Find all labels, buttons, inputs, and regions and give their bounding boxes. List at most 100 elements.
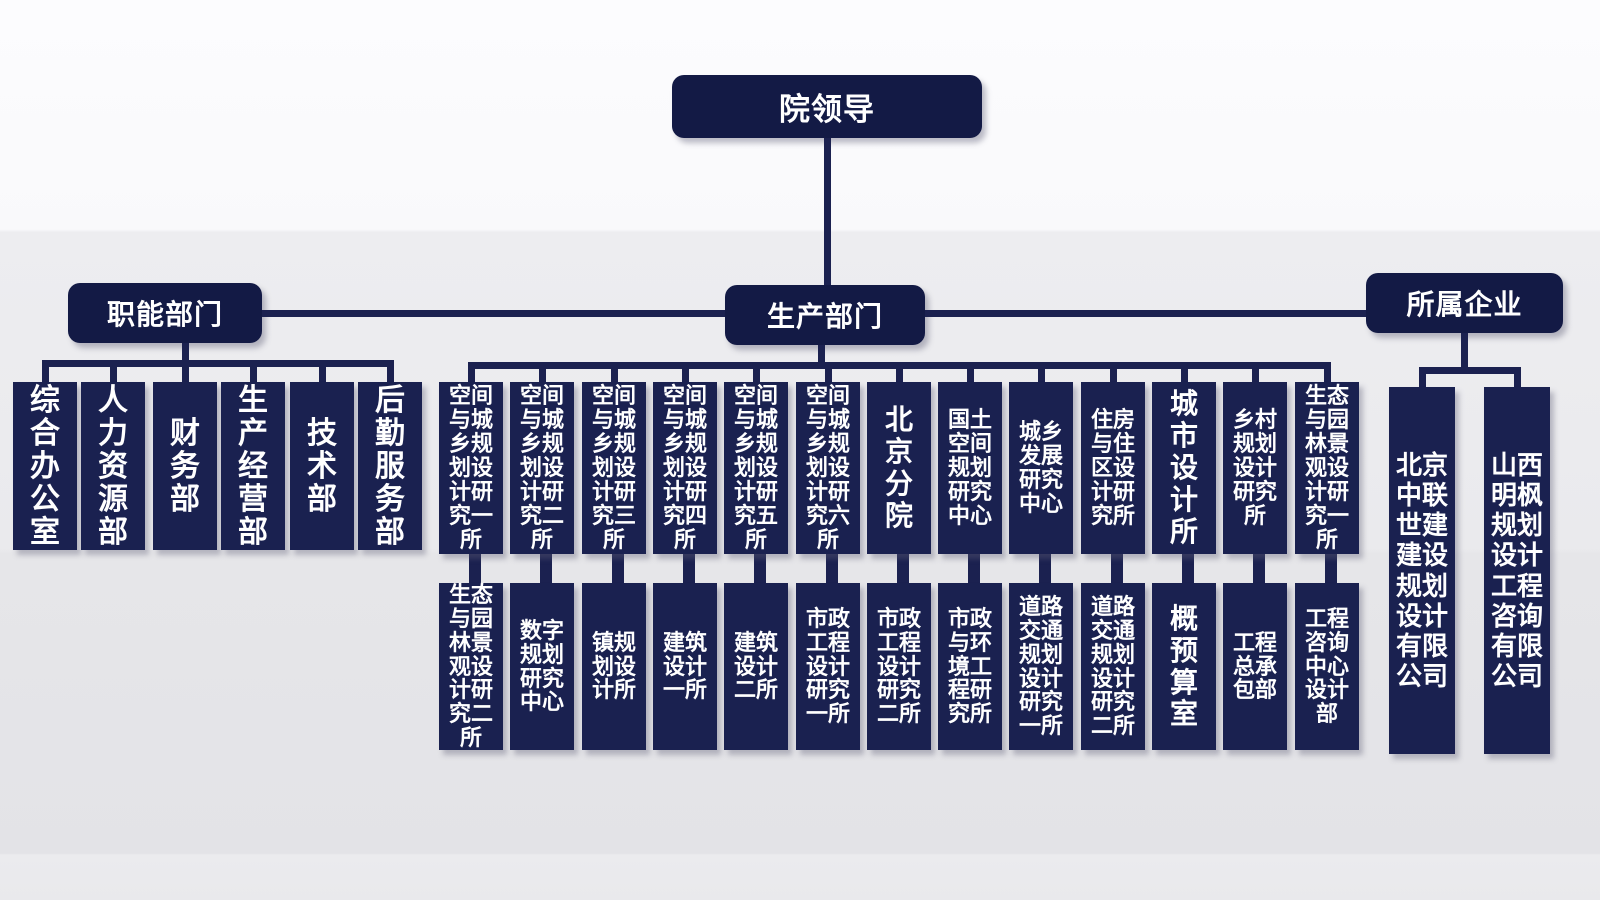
connector-line: [1111, 552, 1123, 585]
functional-dept-box: 技术部: [290, 382, 354, 550]
department-label: 市政工程设计研究二所: [877, 605, 922, 727]
functional-dept-box: 财务部: [153, 382, 217, 550]
org-box-enterprise-header: 所属企业: [1366, 273, 1563, 333]
connector-line: [683, 552, 695, 585]
production-dept-box-row2: 市政工程设计研究一所: [796, 583, 860, 750]
department-label: 市政与环境工程研究所: [948, 605, 993, 727]
department-label: 建筑设计一所: [663, 629, 708, 703]
department-label: 道路交通规划设计研究一所: [1019, 593, 1064, 739]
production-dept-box-row1: 国土空间规划研究中心: [938, 382, 1002, 554]
connector-line: [823, 138, 831, 285]
connector-line: [1180, 362, 1188, 382]
connector-line: [681, 362, 689, 382]
connector-line: [1182, 552, 1194, 585]
production-dept-box-row1: 空间与城乡规划设计研究四所: [653, 382, 717, 554]
department-label: 空间与城乡规划设计研究一所: [449, 383, 494, 552]
functional-dept-box: 综合办公室: [13, 382, 77, 550]
department-label: 城市设计所: [1169, 388, 1198, 547]
connector-line: [181, 360, 189, 382]
connector-line: [1325, 552, 1337, 585]
production-dept-box-row2: 市政工程设计研究二所: [867, 583, 931, 750]
connector-line: [817, 345, 825, 369]
department-label: 技术部: [307, 416, 337, 516]
connector-line: [1418, 367, 1426, 387]
production-dept-box-row2: 建筑设计二所: [724, 583, 788, 750]
functional-dept-box: 人力资源部: [81, 382, 145, 550]
department-label: 住房与住区设计研究所: [1091, 407, 1136, 528]
department-label: 生态与园林景观设计研究二所: [449, 581, 494, 751]
connector-line: [1323, 362, 1331, 382]
department-label: 国土空间规划研究中心: [948, 407, 993, 528]
department-label: 空间与城乡规划设计研究五所: [734, 383, 779, 552]
connector-line: [262, 310, 725, 317]
connector-line: [826, 552, 838, 585]
connector-line: [612, 552, 624, 585]
department-label: 城乡发展研究中心: [1019, 419, 1064, 516]
production-dept-box-row2: 道路交通规划设计研究二所: [1081, 583, 1145, 750]
department-label: 空间与城乡规划设计研究三所: [592, 383, 637, 552]
department-label: 财务部: [170, 416, 200, 516]
connector-line: [1513, 367, 1521, 387]
functional-dept-box: 后勤服务部: [358, 382, 422, 550]
org-box-functional-header: 职能部门: [68, 283, 262, 343]
department-label: 山西明枫规划设计工程咨询有限公司: [1491, 449, 1544, 691]
connector-line: [41, 360, 394, 367]
connector-line: [41, 360, 49, 382]
subsidiary-company-box: 北京中联世建建设规划设计有限公司: [1389, 387, 1455, 754]
department-label: 北京中联世建建设规划设计有限公司: [1396, 449, 1449, 691]
connector-line: [469, 552, 481, 585]
production-dept-box-row1: 空间与城乡规划设计研究六所: [796, 382, 860, 554]
connector-line: [1253, 552, 1265, 585]
connector-line: [1461, 333, 1468, 374]
production-dept-box-row1: 城市设计所: [1152, 382, 1216, 554]
connector-line: [538, 362, 546, 382]
connector-line: [109, 360, 117, 382]
connector-line: [824, 362, 832, 382]
department-label: 空间与城乡规划设计研究二所: [520, 383, 565, 552]
connector-line: [968, 552, 980, 585]
connector-line: [1039, 552, 1051, 585]
connector-line: [386, 360, 394, 382]
production-dept-box-row1: 乡村规划设计研究所: [1223, 382, 1287, 554]
connector-line: [1109, 362, 1117, 382]
connector-line: [467, 362, 475, 382]
department-label: 工程咨询中心设计部: [1305, 605, 1350, 727]
connector-line: [925, 310, 1366, 317]
production-dept-box-row1: 北京分院: [867, 382, 931, 554]
production-dept-box-row2: 数字规划研究中心: [510, 583, 574, 750]
connector-line: [966, 362, 974, 382]
production-dept-box-row2: 概预算室: [1152, 583, 1216, 750]
production-dept-box-row1: 空间与城乡规划设计研究三所: [582, 382, 646, 554]
department-label: 生产经营部: [238, 383, 268, 549]
connector-line: [897, 552, 909, 585]
production-dept-box-row1: 住房与住区设计研究所: [1081, 382, 1145, 554]
connector-line: [1251, 362, 1259, 382]
production-dept-box-row2: 建筑设计一所: [653, 583, 717, 750]
department-label: 生态与园林景观设计研究一所: [1305, 383, 1350, 552]
department-label: 北京分院: [884, 404, 913, 531]
connector-line: [1037, 362, 1045, 382]
department-label: 道路交通规划设计研究二所: [1091, 593, 1136, 739]
connector-line: [752, 362, 760, 382]
production-dept-box-row1: 空间与城乡规划设计研究一所: [439, 382, 503, 554]
org-box-production-header: 生产部门: [725, 285, 925, 345]
production-dept-box-row2: 市政与环境工程研究所: [938, 583, 1002, 750]
department-label: 建筑设计二所: [734, 629, 779, 703]
connector-line: [318, 360, 326, 382]
connector-line: [754, 552, 766, 585]
subsidiary-company-box: 山西明枫规划设计工程咨询有限公司: [1484, 387, 1550, 754]
department-label: 数字规划研究中心: [520, 617, 565, 715]
department-label: 工程总承包部: [1233, 629, 1278, 703]
production-dept-box-row2: 生态与园林景观设计研究二所: [439, 581, 503, 751]
production-dept-box-row2: 工程总承包部: [1223, 583, 1287, 750]
department-label: 乡村规划设计研究所: [1233, 407, 1278, 528]
functional-dept-box: 生产经营部: [221, 382, 285, 550]
org-box-root: 院领导: [672, 75, 982, 138]
department-label: 镇规划设计所: [592, 629, 637, 703]
connector-line: [1418, 367, 1521, 374]
department-label: 空间与城乡规划设计研究六所: [806, 383, 851, 552]
connector-line: [249, 360, 257, 382]
production-dept-box-row1: 城乡发展研究中心: [1009, 382, 1073, 554]
connector-line: [540, 552, 552, 585]
